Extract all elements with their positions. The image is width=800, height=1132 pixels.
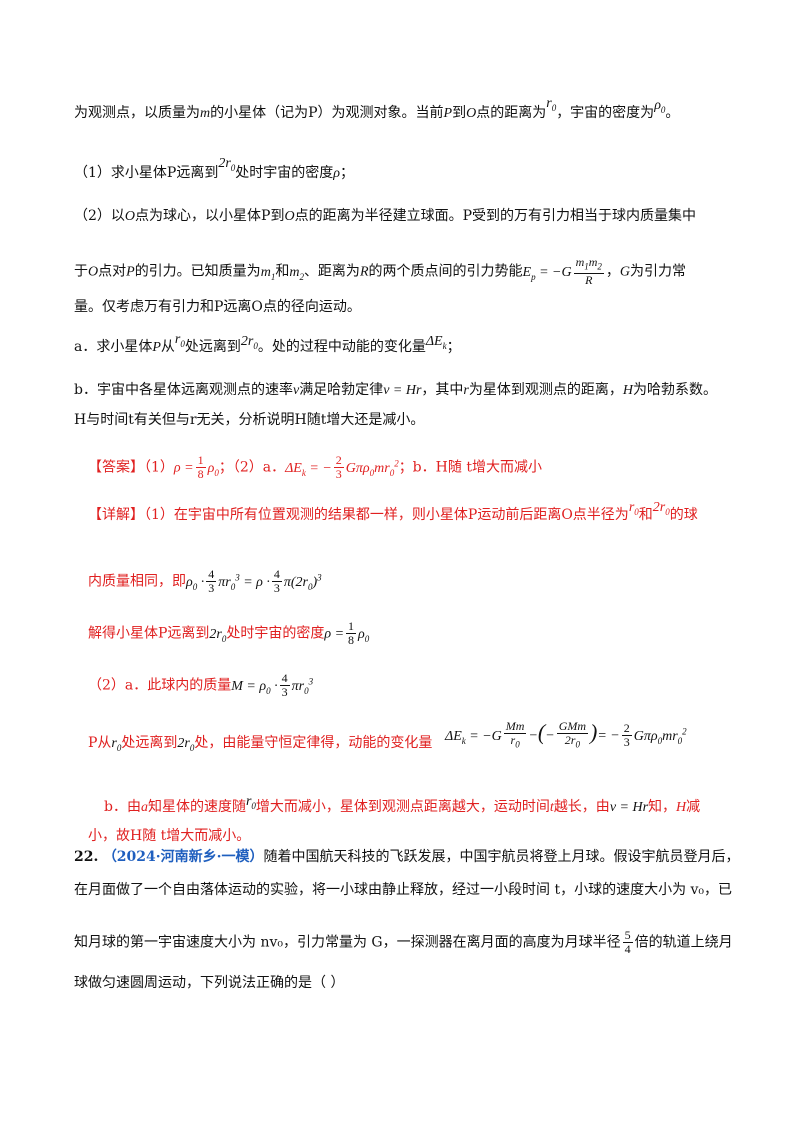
detail-line-6: b．由a知星体的速度随r0增大而减小，星体到观测点距离越大，运动时间t越长，由v… — [104, 794, 701, 815]
detail-tag: 【详解】 — [88, 507, 144, 523]
question-22-line-2: 在月面做了一个自由落体运动的实验，将一小球由静止释放，经过一小段时间 t，小球的… — [74, 882, 733, 898]
question-22-line-4: 球做匀速圆周运动，下列说法正确的是（ ） — [74, 975, 345, 991]
question-2-line-3: 量。仅考虑万有引力和P远离O点的径向运动。 — [74, 299, 361, 315]
question-1: （1）求小星体P远离到2r0处时宇宙的密度ρ； — [74, 156, 355, 181]
detail-line-1: 【详解】（1）在宇宙中所有位置观测的结果都一样，则小星体P运动前后距离O点半径为… — [88, 500, 698, 523]
question-2b-line-1: b．宇宙中各星体远离观测点的速率v满足哈勃定律v = Hr，其中r为星体到观测点… — [74, 382, 717, 398]
question-2a: a．求小星体P从r0处远离到2r0。处的过程中动能的变化量ΔEk； — [74, 332, 461, 355]
answer-tag: 【答案】 — [88, 459, 144, 476]
question-22-line-3: 知月球的第一宇宙速度大小为 nv₀，引力常量为 G，一探测器在离月面的高度为月球… — [74, 928, 733, 956]
r0-symbol: r0 — [546, 96, 557, 113]
detail-line-5: P从r0处远离到2r0处，由能量守恒定律得，动能的变化量 — [88, 735, 433, 753]
potential-energy-formula: Ep = −G — [522, 264, 572, 282]
detail-line-7: 小，故H随 t增大而减小。 — [88, 828, 251, 844]
question-2-line-1: （2）以O点为球心，以小星体P到O点的距离为半径建立球面。P受到的万有引力相当于… — [74, 208, 697, 224]
question-22-line-1: 22. （2024·河南新乡·一模）随着中国航天科技的飞跃发展，中国宇航员将登上… — [74, 849, 740, 865]
intro-line: 为观测点，以质量为m的小星体（记为P）为观测对象。当前P到O点的距离为r0，宇宙… — [74, 96, 680, 121]
question-2b-line-2: H与时间t有关但与r无关，分析说明H随t增大还是减小。 — [74, 412, 425, 428]
question-source: （2024·河南新乡·一模） — [102, 849, 264, 865]
rho0-symbol: ρ0 — [654, 98, 666, 115]
question-number: 22. — [74, 849, 99, 865]
question-2-line-2: 于O点对P的引力。已知质量为m1和m2、距离为R的两个质点间的引力势能Ep = … — [74, 255, 687, 288]
